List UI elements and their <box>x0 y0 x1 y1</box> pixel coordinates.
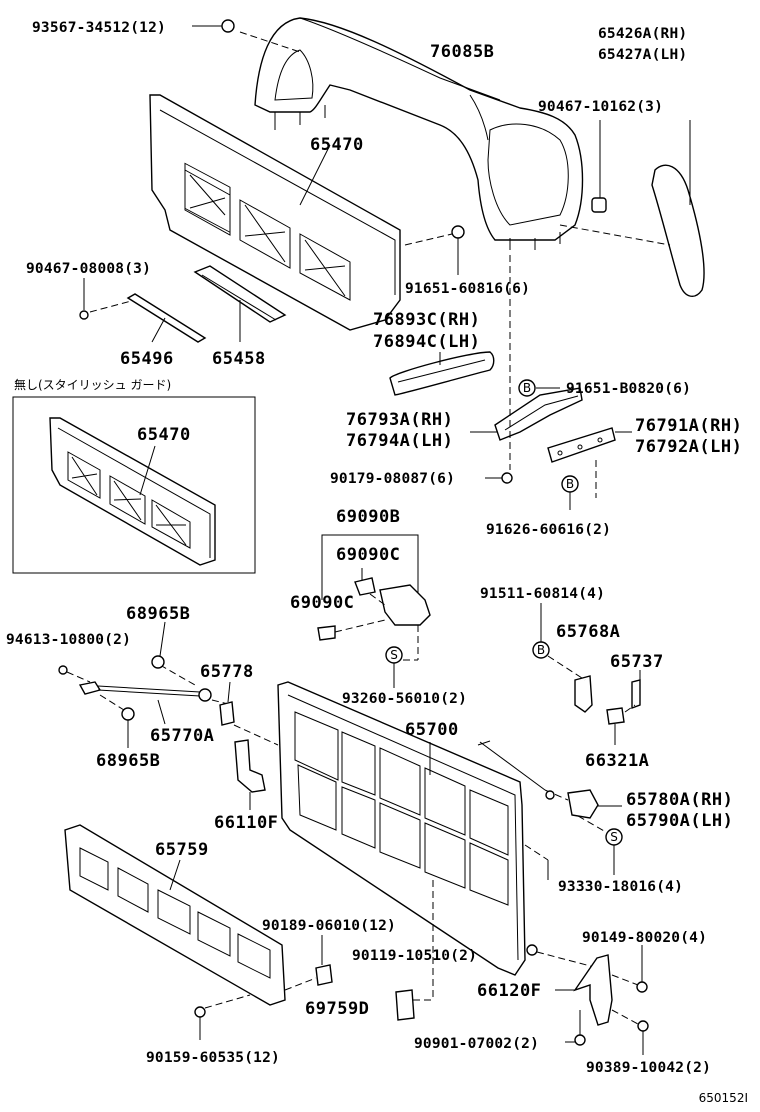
tailgate-65700 <box>277 681 526 1001</box>
strip-65458 <box>193 265 287 342</box>
label-91511-60814: 91511-60814(4) <box>480 586 605 602</box>
label-65768a: 65768A <box>556 622 620 642</box>
label-90159-60535: 90159-60535(12) <box>146 1050 280 1066</box>
bolt-90179-icon <box>485 472 513 484</box>
label-90467-10162: 90467-10162(3) <box>538 99 663 115</box>
label-66321a: 66321A <box>585 751 649 771</box>
label-69759d: 69759D <box>305 999 369 1019</box>
clip-90467-10162-icon <box>591 120 607 213</box>
bracket-76793a <box>470 387 583 441</box>
label-76893c: 76893C(RH) <box>373 310 480 330</box>
label-90467-08008: 90467-08008(3) <box>26 261 151 277</box>
bolt-68965b-bottom-icon <box>99 694 135 748</box>
label-68965b-1: 68965B <box>126 604 190 624</box>
side-pad-65426a <box>559 120 705 297</box>
label-76894c: 76894C(LH) <box>373 332 480 352</box>
label-90119-10510: 90119-10510(2) <box>352 948 477 964</box>
label-65470-top: 65470 <box>310 135 364 155</box>
pad-69759d <box>395 989 415 1021</box>
bolt-93567-icon <box>192 19 235 33</box>
label-76792a: 76792A(LH) <box>635 437 742 457</box>
clip-90467-08008-icon <box>79 278 136 320</box>
label-69090b: 69090B <box>336 507 400 527</box>
hinge-66110f <box>234 739 266 810</box>
sport-bar-76085b <box>239 17 584 250</box>
bracket-76791a <box>547 427 632 463</box>
label-65770a: 65770A <box>150 726 214 746</box>
label-91651-b0820: 91651-B0820(6) <box>566 381 691 397</box>
marker-b-3: B <box>537 643 545 657</box>
label-76794a: 76794A(LH) <box>346 431 453 451</box>
bolt-90901-icon <box>565 1010 586 1046</box>
part-66321a <box>606 704 636 745</box>
label-65759: 65759 <box>155 840 209 860</box>
label-65427a: 65427A(LH) <box>598 47 687 63</box>
label-91626-60616: 91626-60616(2) <box>486 522 611 538</box>
label-65496: 65496 <box>120 349 174 369</box>
label-76793a: 76793A(RH) <box>346 410 453 430</box>
bolt-90119-icon <box>526 944 599 969</box>
garnish-76893c <box>389 351 495 396</box>
marker-b-1: B <box>523 381 531 395</box>
handle-65780a <box>477 740 623 875</box>
label-66110f: 66110F <box>214 813 278 833</box>
figure-number: 650152I <box>699 1091 748 1105</box>
clip-90189-icon <box>284 935 333 991</box>
label-65790a: 65790A(LH) <box>626 811 733 831</box>
label-65470-inset: 65470 <box>137 425 191 445</box>
marker-s-2: S <box>610 830 618 844</box>
inset-caption: 無し(スタイリッシュ ガード) <box>14 377 171 392</box>
hinge-66120f <box>555 954 613 1026</box>
panel-65759 <box>64 824 286 1006</box>
label-93330-18016: 93330-18016(4) <box>558 879 683 895</box>
bolt-90149-icon <box>611 945 648 993</box>
label-65700: 65700 <box>405 720 459 740</box>
label-65778: 65778 <box>200 662 254 682</box>
label-91651-60816: 91651-60816(6) <box>405 281 530 297</box>
striker-65768a <box>540 603 593 713</box>
label-66120f: 66120F <box>477 981 541 1001</box>
label-94613-10800: 94613-10800(2) <box>6 632 131 648</box>
label-65737: 65737 <box>610 652 664 672</box>
back-panel-65470 <box>149 94 401 331</box>
label-90149-80020: 90149-80020(4) <box>582 930 707 946</box>
label-90189-06010: 90189-06010(12) <box>262 918 396 934</box>
lock-69090 <box>317 534 431 688</box>
marker-b-2: B <box>566 477 574 491</box>
label-90901-07002: 90901-07002(2) <box>414 1036 539 1052</box>
label-90389-10042: 90389-10042(2) <box>586 1060 711 1076</box>
dash-93330 <box>524 844 549 861</box>
bolt-68965b-top-icon <box>151 621 166 669</box>
part-65737 <box>631 670 641 710</box>
label-76085b: 76085B <box>430 42 494 62</box>
label-65458: 65458 <box>212 349 266 369</box>
cable-65770a <box>58 664 233 725</box>
label-65426a: 65426A(RH) <box>598 26 687 42</box>
part-65778 <box>219 681 279 746</box>
screw-90159-icon <box>194 994 251 1040</box>
nut-90389-icon <box>611 1009 649 1055</box>
label-93567-34512: 93567-34512(12) <box>32 20 166 36</box>
strip-65496 <box>126 293 207 343</box>
bolt-91651-60816-icon <box>404 225 465 275</box>
label-65780a: 65780A(RH) <box>626 790 733 810</box>
label-69090c-1: 69090C <box>336 545 400 565</box>
label-93260-56010: 93260-56010(2) <box>342 691 467 707</box>
marker-s-1: S <box>390 648 398 662</box>
label-76791a: 76791A(RH) <box>635 416 742 436</box>
label-90179-08087: 90179-08087(6) <box>330 471 455 487</box>
label-68965b-2: 68965B <box>96 751 160 771</box>
label-69090c-2: 69090C <box>290 593 354 613</box>
inset-box <box>12 396 256 574</box>
